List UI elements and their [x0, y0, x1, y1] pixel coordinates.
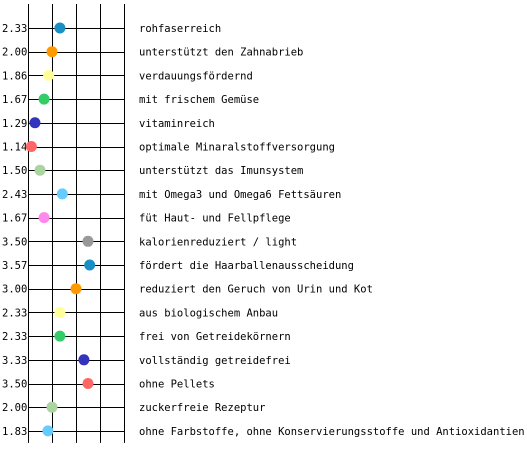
data-point: [70, 283, 82, 295]
grid-lines: [28, 4, 125, 443]
value-label: 1.29: [2, 118, 27, 130]
value-label: 3.33: [2, 355, 27, 367]
row-label: ohne Farbstoffe, ohne Konservierungsstof…: [139, 426, 525, 438]
row-label: unterstützt den Zahnabrieb: [139, 47, 303, 59]
data-point: [82, 235, 94, 247]
data-point: [78, 354, 90, 366]
data-point: [29, 117, 41, 129]
value-label: 1.86: [2, 70, 27, 82]
data-point: [38, 212, 50, 224]
data-point: [56, 188, 68, 200]
value-labels: 2.33 2.00 1.86 1.67 1.29 1.14 1.50 2.43 1.67 3.50…: [2, 23, 27, 438]
value-label: 2.33: [2, 307, 27, 319]
row-label: ohne Pellets: [139, 379, 215, 391]
data-point: [82, 378, 94, 389]
row-label: füt Haut- und Fellpflege: [139, 213, 291, 225]
row-labels: rohfaserreich unterstützt den Zahnabrieb v…: [139, 23, 525, 438]
data-point: [54, 22, 66, 34]
row-label: reduziert den Geruch von Urin und Kot: [139, 284, 373, 296]
row-label: frei von Getreidekörnern: [139, 331, 291, 343]
data-point: [34, 164, 46, 176]
value-label: 1.67: [2, 213, 27, 225]
value-label: 3.50: [2, 379, 27, 391]
data-point: [25, 141, 37, 152]
value-label: 1.83: [2, 426, 27, 438]
row-label: unterstützt das Imunsystem: [139, 165, 303, 177]
data-point: [84, 259, 96, 271]
value-label: 1.14: [2, 142, 27, 154]
value-label: 2.00: [2, 47, 27, 59]
value-label: 1.67: [2, 94, 27, 106]
row-label: mit frischem Gemüse: [139, 94, 259, 106]
value-label: 2.43: [2, 189, 27, 201]
data-points: [25, 22, 96, 437]
value-label: 1.50: [2, 165, 27, 177]
row-label: vitaminreich: [139, 118, 215, 130]
data-point: [46, 46, 58, 58]
row-label: aus biologischem Anbau: [139, 307, 278, 319]
value-label: 3.00: [2, 284, 27, 296]
data-point: [42, 425, 54, 437]
value-label: 3.50: [2, 236, 27, 248]
data-point: [38, 93, 50, 105]
value-label: 2.00: [2, 402, 27, 414]
row-label: rohfaserreich: [139, 23, 221, 35]
row-label: mit Omega3 und Omega6 Fettsäuren: [139, 189, 341, 201]
value-label: 2.33: [2, 331, 27, 343]
data-point: [46, 401, 58, 413]
row-label: optimale Minaralstoffversorgung: [139, 142, 335, 154]
value-label: 3.57: [2, 260, 27, 272]
row-label: verdauungsfördernd: [139, 70, 253, 82]
row-label: fördert die Haarballenausscheidung: [139, 260, 354, 272]
data-point: [54, 330, 66, 342]
data-point: [54, 306, 66, 318]
row-label: kalorienreduziert / light: [139, 236, 297, 248]
data-point: [43, 69, 55, 81]
row-label: zuckerfreie Rezeptur: [139, 402, 265, 414]
row-label: vollständig getreidefrei: [139, 355, 291, 367]
value-label: 2.33: [2, 23, 27, 35]
